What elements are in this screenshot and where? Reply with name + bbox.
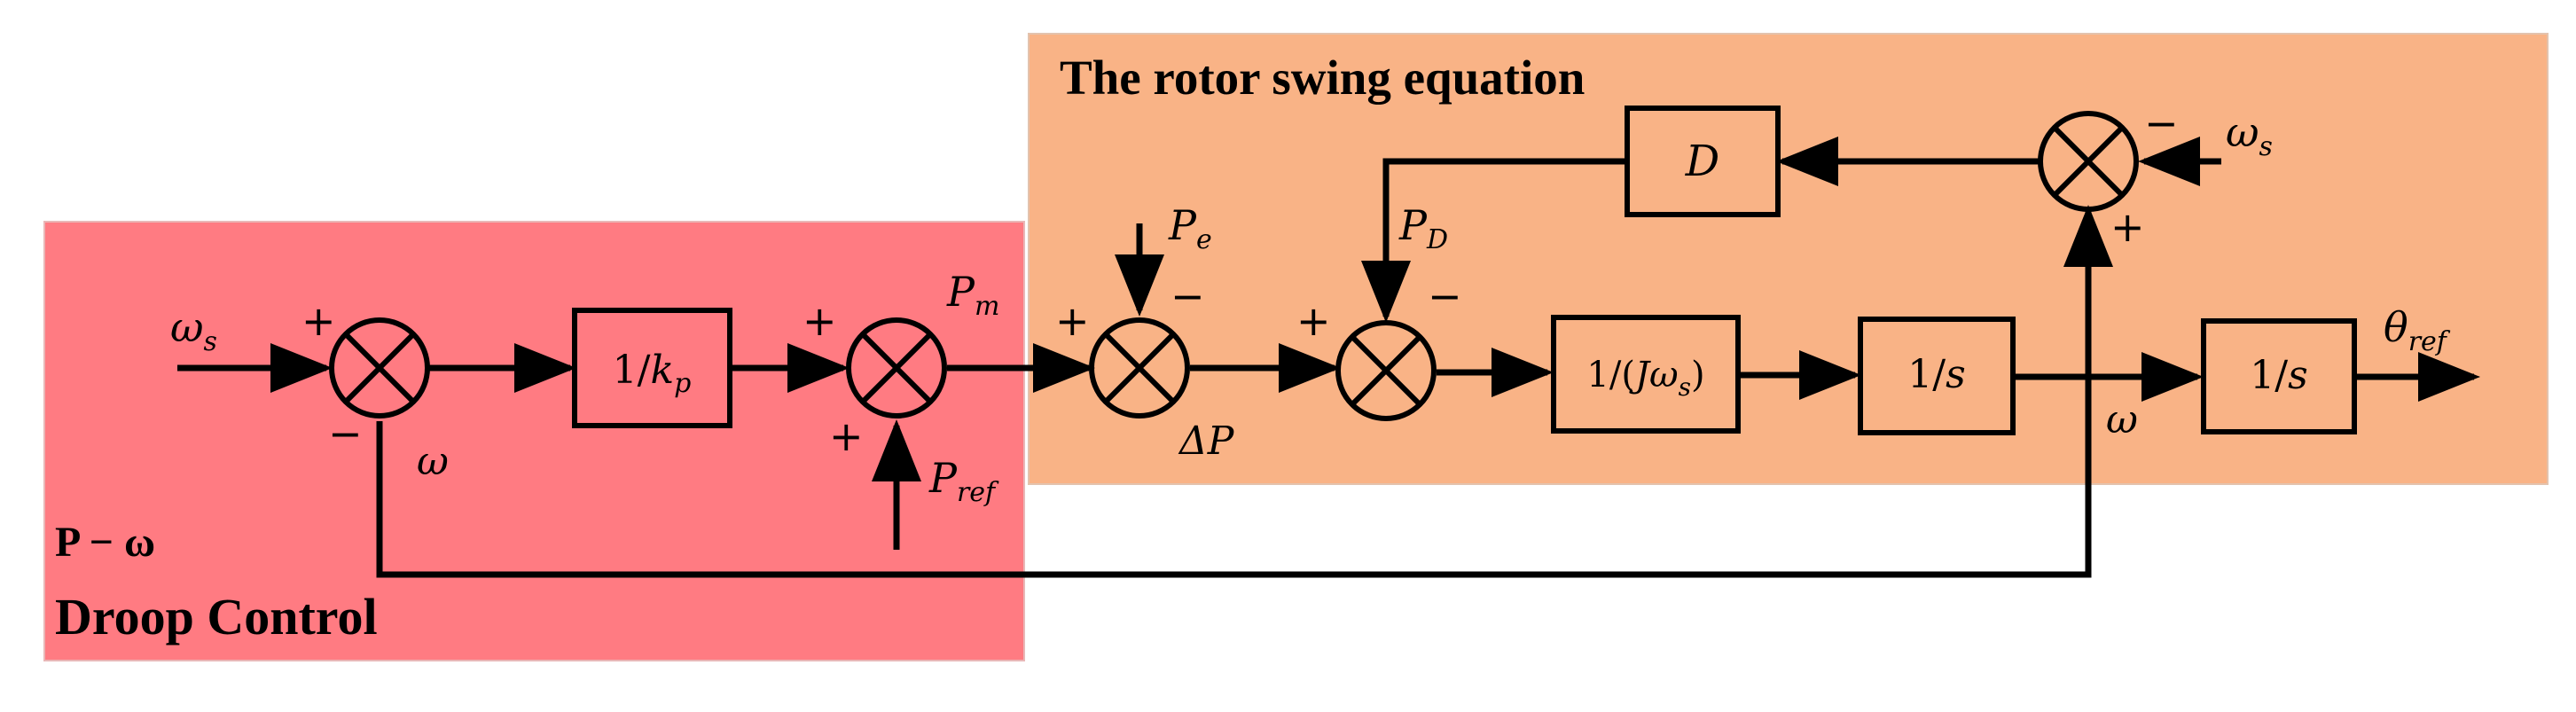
sign-sum1-plus: + bbox=[301, 297, 336, 345]
label-theta-ref: θref bbox=[2384, 303, 2451, 357]
block-d: D bbox=[1625, 106, 1781, 217]
sum-junction-3 bbox=[1089, 317, 1190, 419]
sign-sum5-minus: − bbox=[2144, 99, 2179, 147]
label-p-m: Pm bbox=[946, 268, 999, 322]
svg-text:1/(Jωs): 1/(Jωs) bbox=[1586, 355, 1704, 402]
svg-text:1/kp: 1/kp bbox=[613, 348, 692, 399]
label-omega-s-input: ωs bbox=[170, 303, 217, 357]
sign-sum3-plus: + bbox=[1055, 297, 1090, 345]
svg-text:D: D bbox=[1685, 137, 1719, 186]
label-p-ref: Pref bbox=[928, 454, 999, 508]
sign-sum4-minus: − bbox=[1428, 272, 1462, 320]
label-omega-output: ω bbox=[2106, 397, 2138, 442]
sign-sum5-plus: + bbox=[2110, 203, 2145, 251]
block-integrator-2: 1/s bbox=[2201, 318, 2357, 434]
block-kp: 1/kp bbox=[572, 308, 732, 428]
sign-sum2-plus-bottom: + bbox=[829, 412, 864, 460]
sum-junction-1 bbox=[329, 317, 430, 419]
sign-sum2-plus-left: + bbox=[803, 297, 837, 345]
droop-control-region bbox=[43, 221, 1025, 661]
sum-junction-4 bbox=[1335, 320, 1437, 421]
block-j: 1/(Jωs) bbox=[1551, 315, 1741, 434]
label-omega-feedback: ω bbox=[417, 439, 449, 484]
wire-d-to-sum4 bbox=[1361, 158, 1627, 323]
droop-region-title-line2: Droop Control bbox=[55, 588, 378, 645]
label-omega-s-top: ωs bbox=[2226, 108, 2273, 162]
sign-sum1-minus: − bbox=[328, 410, 363, 458]
sign-sum3-minus: − bbox=[1171, 272, 1205, 320]
droop-region-title-line1: P − ω bbox=[55, 519, 155, 566]
svg-text:1/s: 1/s bbox=[2250, 353, 2307, 398]
block-integrator-1: 1/s bbox=[1858, 317, 2016, 435]
wire-omega-feedback bbox=[376, 377, 2092, 578]
sum-junction-5 bbox=[2038, 111, 2139, 212]
swing-region-title: The rotor swing equation bbox=[1060, 51, 1585, 105]
label-p-e: Pe bbox=[1168, 201, 1212, 255]
rotor-swing-region bbox=[1028, 33, 2549, 485]
label-delta-p: ΔP bbox=[1178, 419, 1235, 464]
sign-sum4-plus: + bbox=[1296, 297, 1331, 345]
svg-text:1/s: 1/s bbox=[1907, 352, 1965, 397]
sum-junction-2 bbox=[846, 317, 947, 419]
label-p-d: PD bbox=[1398, 201, 1448, 255]
